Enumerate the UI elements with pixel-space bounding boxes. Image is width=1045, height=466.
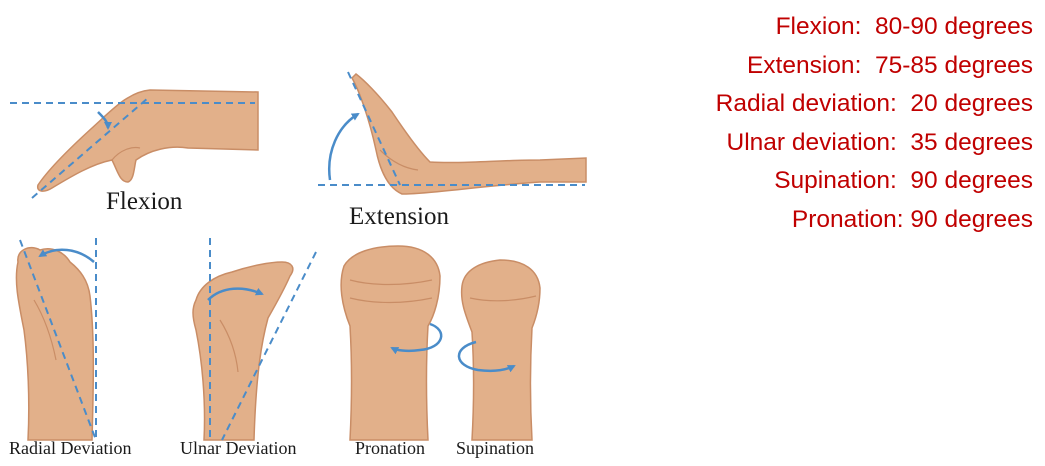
range-radial-deviation: Radial deviation: 20 degrees — [603, 85, 1033, 124]
caption-radial-deviation: Radial Deviation — [9, 438, 131, 459]
caption-supination: Supination — [456, 438, 534, 459]
pronation-fist — [341, 246, 440, 440]
extension-arrow — [329, 114, 358, 180]
range-of-motion-list: Flexion: 80-90 degrees Extension: 75-85 … — [603, 8, 1033, 239]
ulnar-deviation-panel — [193, 238, 316, 440]
radial-deviation-panel — [16, 238, 96, 440]
caption-extension: Extension — [349, 203, 449, 231]
caption-pronation: Pronation — [355, 438, 425, 459]
range-extension: Extension: 75-85 degrees — [603, 47, 1033, 86]
radial-hand — [16, 248, 93, 440]
pronation-panel — [341, 246, 441, 440]
extension-hand — [352, 74, 586, 194]
supination-panel — [459, 260, 540, 440]
flexion-panel — [10, 90, 258, 198]
supination-fist — [462, 260, 540, 440]
wrist-motion-illustration — [0, 0, 600, 466]
range-supination: Supination: 90 degrees — [603, 162, 1033, 201]
flexion-hand — [38, 90, 258, 191]
range-pronation: Pronation: 90 degrees — [603, 201, 1033, 240]
extension-panel — [318, 72, 586, 194]
caption-flexion: Flexion — [106, 188, 182, 216]
range-ulnar-deviation: Ulnar deviation: 35 degrees — [603, 124, 1033, 163]
range-flexion: Flexion: 80-90 degrees — [603, 8, 1033, 47]
caption-ulnar-deviation: Ulnar Deviation — [180, 438, 296, 459]
